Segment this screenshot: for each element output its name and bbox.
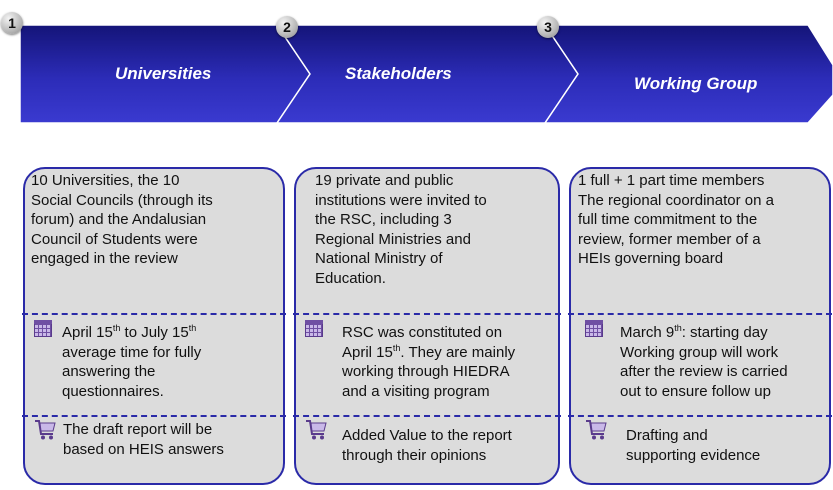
step-3-badge: 3 (537, 16, 559, 38)
column-working-group (568, 167, 832, 485)
divider (22, 415, 286, 417)
column-universities (22, 167, 286, 485)
universities-description: 10 Universities, the 10 Social Councils … (31, 172, 213, 267)
universities-output: The draft report will be based on HEIS a… (63, 421, 224, 458)
divider (293, 313, 561, 315)
column-stakeholders (293, 167, 561, 485)
divider (568, 313, 832, 315)
shopping-cart-icon (586, 420, 607, 440)
divider (22, 313, 286, 315)
working-group-description: 1 full + 1 part time members The regiona… (578, 172, 774, 267)
stakeholders-timeline: RSC was constituted on April 15th. They … (342, 324, 516, 400)
universities-timeline: April 15th to July 15th average time for… (62, 323, 202, 400)
step-3-title: Working Group (634, 74, 758, 93)
calendar-icon (585, 320, 603, 337)
stakeholders-description: 19 private and public institutions were … (315, 172, 487, 287)
shopping-cart-icon (35, 420, 56, 440)
step-1-badge: 1 (1, 12, 23, 34)
divider (568, 415, 832, 417)
divider (293, 415, 561, 417)
step-2-title: Stakeholders (345, 64, 452, 83)
chevron-step-3 (543, 24, 833, 124)
step-1-title: Universities (115, 64, 212, 83)
stakeholders-output: Added Value to the report through their … (342, 427, 512, 464)
process-chevrons (19, 24, 833, 124)
working-group-output: Drafting and supporting evidence (626, 427, 761, 464)
calendar-icon (305, 320, 323, 337)
working-group-timeline: March 9th: starting day Working group wi… (620, 323, 788, 400)
calendar-icon (34, 320, 52, 337)
shopping-cart-icon (306, 420, 327, 440)
step-2-badge: 2 (276, 16, 298, 38)
